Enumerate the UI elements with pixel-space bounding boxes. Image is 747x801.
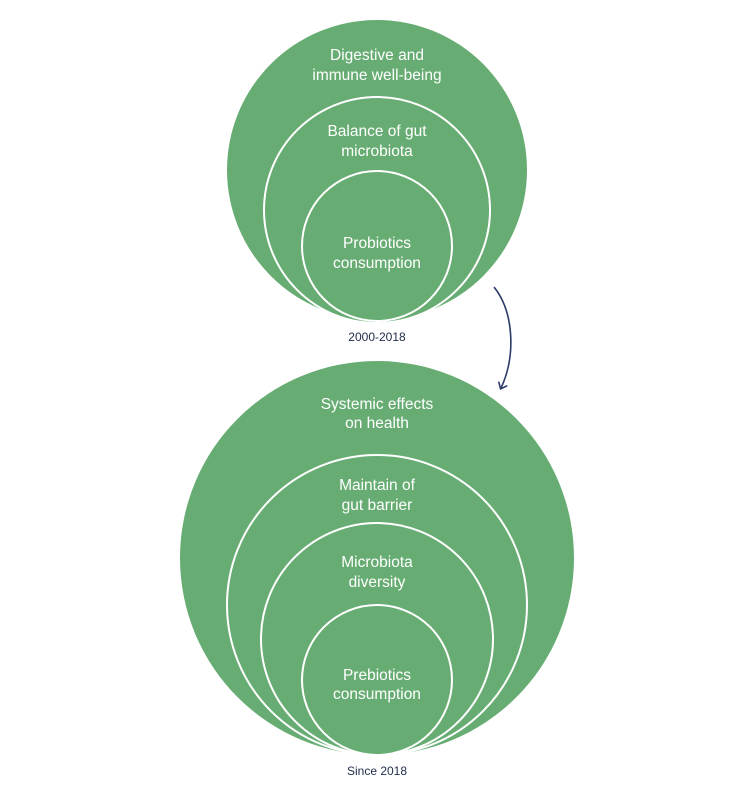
curved-arrow-down-icon: [493, 286, 512, 388]
bottom-inner-circle: [301, 604, 453, 756]
top-inner-circle: [301, 170, 453, 322]
bottom-period-label: Since 2018: [347, 764, 407, 778]
bottom-outer-label-line2: on health: [345, 415, 409, 432]
top-middle-label-line2: microbiota: [341, 143, 413, 160]
bottom-inner-label-line2: consumption: [333, 686, 421, 703]
top-middle-label-line1: Balance of gut: [327, 123, 427, 140]
bottom-inner-label-line1: Prebiotics: [343, 667, 411, 684]
top-outer-label-line2: immune well-being: [312, 67, 441, 84]
bottom-ring2-label-line1: Maintain of: [339, 477, 416, 494]
top-diagram: Digestive and immune well-being Balance …: [227, 20, 527, 344]
top-inner-label-line2: consumption: [333, 255, 421, 272]
bottom-diagram: Systemic effects on health Maintain of g…: [180, 361, 574, 778]
bottom-ring3-label-line2: diversity: [349, 574, 406, 591]
top-outer-label-line1: Digestive and: [330, 47, 424, 64]
top-inner-label-line1: Probiotics: [343, 235, 411, 252]
bottom-ring3-label-line1: Microbiota: [341, 554, 413, 571]
top-period-label: 2000-2018: [348, 330, 406, 344]
bottom-ring2-label-line2: gut barrier: [342, 497, 413, 514]
bottom-outer-label-line1: Systemic effects: [321, 396, 434, 413]
